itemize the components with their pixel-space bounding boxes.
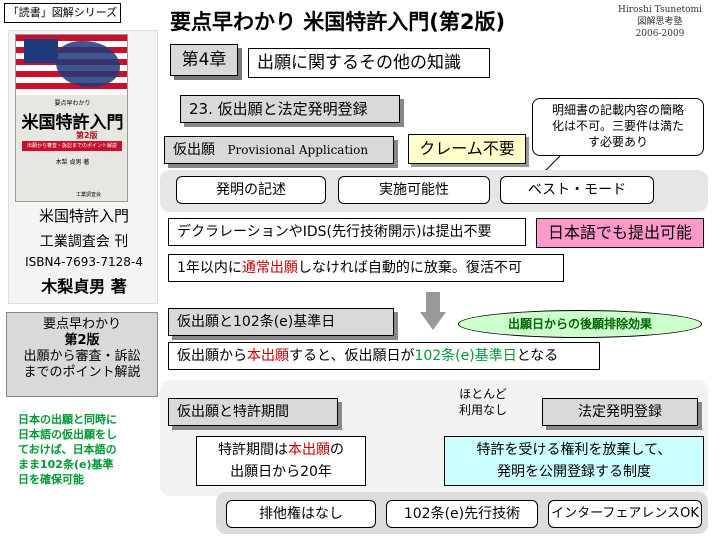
chapter-title: 出願に関するその他の知識 [248,48,490,78]
book-publisher: 工業調査会 刊 [39,234,129,250]
text-part: となる [516,348,559,364]
credit-school: 図解思考塾 [637,17,683,27]
note-line: まま102条(e)基準 [18,458,114,471]
callout-line: 明細書の記載内容の簡略 [551,103,684,117]
summary-line: 出願から審査・訴訟 [23,349,141,364]
requirement-description: 発明の記述 [176,176,326,204]
callout-note: 明細書の記載内容の簡略 化は不可。三要件は満た す必要あり [532,98,704,156]
base-date-text: 102条(e)基準日 [414,348,517,364]
summary-edition: 第2版 [64,333,100,348]
cover-subtitle: 要点早わかり [54,100,91,107]
sir-line: 特許を受ける権利を放棄して、 [476,442,672,458]
note-line: ておけば、日本語の [18,443,117,456]
prior-art-effect-oval: 出願日からの後願排除効果 [458,310,702,338]
interference-ok: インターフェアレンスOK [548,500,702,528]
cover-title: 米国特許入門 [21,113,124,133]
base-date-label: 仮出願と102条(e)基準日 [168,308,394,336]
provisional-en: Provisional Application [227,143,369,157]
down-arrow-icon [420,292,446,330]
credit-years: 2006-2009 [635,29,685,39]
sir-description: 特許を受ける権利を放棄して、 発明を公開登録する制度 [444,436,704,486]
text-part: 仮出願から [177,348,247,364]
text-part: 1年以内に [177,260,242,276]
claim-not-required-badge: クレーム不要 [408,134,526,164]
provisional-jp: 仮出願 [173,142,215,158]
cover-author: 木梨 貞男 著 [55,159,90,166]
sir-line: 発明を公開登録する制度 [497,464,651,480]
summary-line: までのポイント解説 [23,365,141,380]
book-isbn: ISBN4-7693-7128-4 [25,255,143,269]
series-label: 「読書」図解シリーズ [4,3,121,23]
cover-strip: 出願から審査・訴訟までのポイント解説 [22,141,122,151]
text-part: すると、仮出願日が [289,348,415,364]
book-author: 木梨貞男 著 [41,277,127,296]
section-title: 23. 仮出願と法定発明登録 [180,95,400,123]
chapter-label: 第4章 [170,44,238,76]
book-summary: 要点早わかり 第2版 出願から審査・訴訟 までのポイント解説 [6,312,158,397]
provisional-label: 仮出願 Provisional Application [164,136,394,164]
summary-line: 要点早わかり [42,317,121,332]
page-title: 要点早わかり 米国特許入門(第2版) [170,10,506,34]
text-part: しなければ自動的に放棄。復活不可 [297,260,522,276]
flag-union-icon [24,39,58,63]
main-application-text: 本出願 [288,442,330,458]
term-line: 出願日から20年 [230,464,332,480]
callout-line: 化は不可。三要件は満た [551,119,684,133]
sir-label: 法定発明登録 [542,398,698,426]
callout-line: す必要あり [587,135,648,149]
main-application-text: 本出願 [247,348,289,364]
note-line: 日本の出願と同時に [18,413,117,426]
credit-author: Hiroshi Tsunetomi [618,5,702,15]
term-label: 仮出願と特許期間 [168,398,338,426]
cover-publisher: 工業調査会 [76,192,102,198]
no-exclusive-right: 排他権はなし [226,500,376,528]
rarely-line: ほとんど [459,387,507,401]
text-part: の [330,442,344,458]
book-title: 米国特許入門 [38,207,129,225]
requirement-enablement: 実施可能性 [338,176,490,204]
note-line: 日を確保可能 [18,473,84,486]
book-cover-image: 要点早わかり 米国特許入門 第2版 出願から審査・訴訟までのポイント解説 木梨 … [15,34,128,202]
regular-application-text: 通常出願 [241,260,298,276]
japanese-filing-note: 日本の出願と同時に 日本語の仮出願をし ておけば、日本語の まま102条(e)基… [18,412,158,487]
base-date-note: 仮出願から本出願すると、仮出願日が102条(e)基準日となる [168,342,600,370]
us-map-icon [56,41,120,87]
abandonment-note: 1年以内に通常出願しなければ自動的に放棄。復活不可 [168,254,564,282]
credit: Hiroshi Tsunetomi 図解思考塾 2006-2009 [604,4,716,40]
term-note: 特許期間は本出願の 出願日から20年 [196,436,366,486]
prior-art-102e: 102条(e)先行技術 [386,500,538,528]
japanese-ok-badge: 日本語でも提出可能 [536,218,704,248]
note-line: 日本語の仮出願をし [18,428,117,441]
declaration-not-required: デクラレーションやIDS(先行技術開示)は提出不要 [168,218,526,246]
cover-edition: 第2版 [76,131,98,140]
rarely-used-note: ほとんど 利用なし [452,386,514,418]
requirement-best-mode: ベスト・モード [500,176,654,204]
rarely-line: 利用なし [458,403,507,417]
text-part: 特許期間は [218,442,288,458]
